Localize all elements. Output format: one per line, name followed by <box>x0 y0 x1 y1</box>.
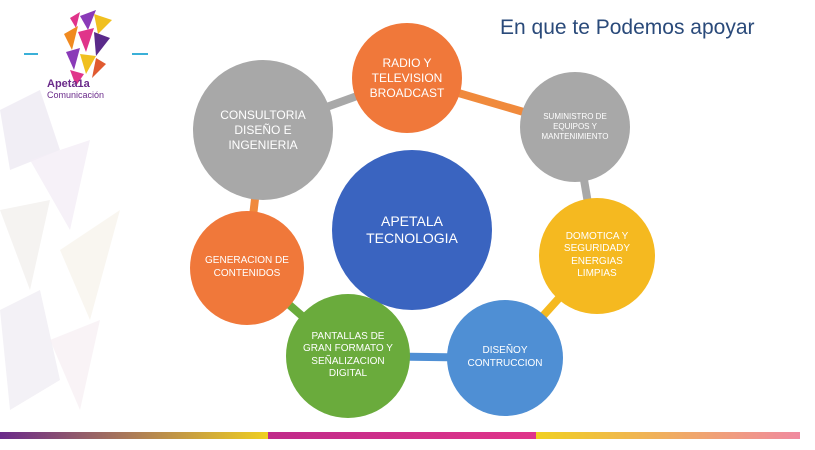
node-label-radio: RADIO Y TELEVISION BROADCAST <box>369 55 445 100</box>
center-node-label: APETALA TECNOLOGIA <box>366 212 458 247</box>
node-label-generacion: GENERACION DE CONTENIDOS <box>205 255 289 279</box>
logo-line2: Comunicación <box>47 90 105 100</box>
logo-line1: Apeta1a <box>47 78 90 90</box>
node-suministro <box>520 72 630 182</box>
node-pantallas <box>286 294 410 418</box>
bottom-color-bar <box>0 432 800 439</box>
node-radio <box>352 23 462 133</box>
node-label-consultoria: CONSULTORIA DISEÑO E INGENIERIA <box>220 107 306 152</box>
node-label-diseno: DISEÑOY CONTRUCCION <box>467 345 543 369</box>
node-label-domotica: DOMOTICA Y SEGURIDADY ENERGIAS LIMPIAS <box>563 230 631 280</box>
slide-title: En que te Podemos apoyar <box>500 16 755 39</box>
logo-mark-icon <box>24 10 148 86</box>
node-label-pantallas: PANTALLAS DE GRAN FORMATO Y SEÑALIZACION… <box>302 330 393 380</box>
node-label-suministro: SUMINISTRO DE EQUIPOS Y MANTENIMIENTO <box>541 112 609 141</box>
node-diseno <box>447 300 563 416</box>
node-generacion <box>190 211 304 325</box>
decorative-shapes <box>0 90 120 410</box>
node-consultoria <box>193 60 333 200</box>
logo <box>20 8 160 108</box>
node-domotica <box>539 198 655 314</box>
center-node <box>332 150 492 310</box>
